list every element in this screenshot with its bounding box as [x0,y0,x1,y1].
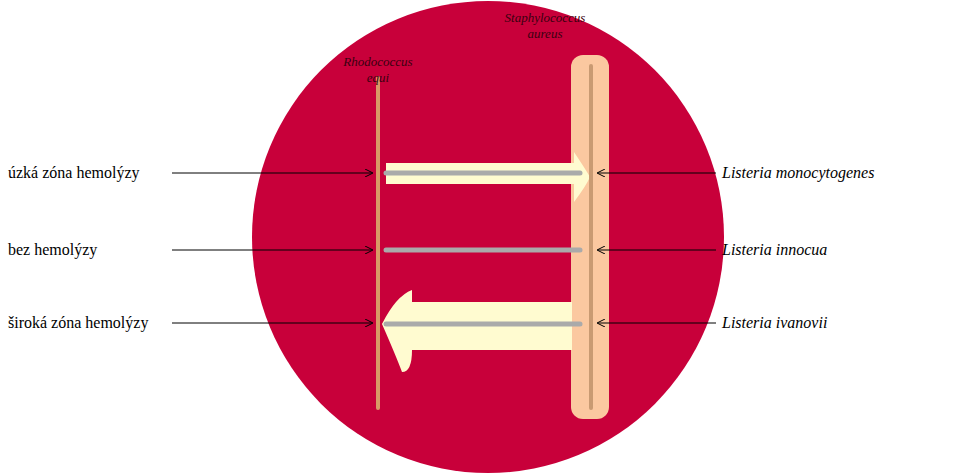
agar-plate [252,1,724,473]
rhodococcus-streak [376,78,380,408]
aureus-zone [571,55,609,419]
narrow-hemolysis-zone [386,152,590,202]
organism-name: Rhodococcus equi [333,54,423,86]
leader-line [598,250,716,251]
leader-line [598,173,716,174]
organism-name: Staphylococcus aureus [495,10,595,42]
listeria-streak [386,322,580,327]
leader-line [172,250,372,251]
strain-label: Listeria ivanovii [722,313,827,333]
aureus-streak [589,66,593,408]
wide-hemolysis-zone [382,290,572,372]
leader-line [598,323,716,324]
listeria-streak [386,171,580,176]
zone-label: bez hemolýzy [8,240,97,260]
strain-label: Listeria monocytogenes [722,163,874,183]
listeria-streak [386,248,580,253]
leader-line [172,323,372,324]
strain-label: Listeria innocua [722,240,827,260]
leader-line [172,173,372,174]
zone-label: široká zóna hemolýzy [8,313,148,333]
zone-label: úzká zóna hemolýzy [8,163,140,183]
